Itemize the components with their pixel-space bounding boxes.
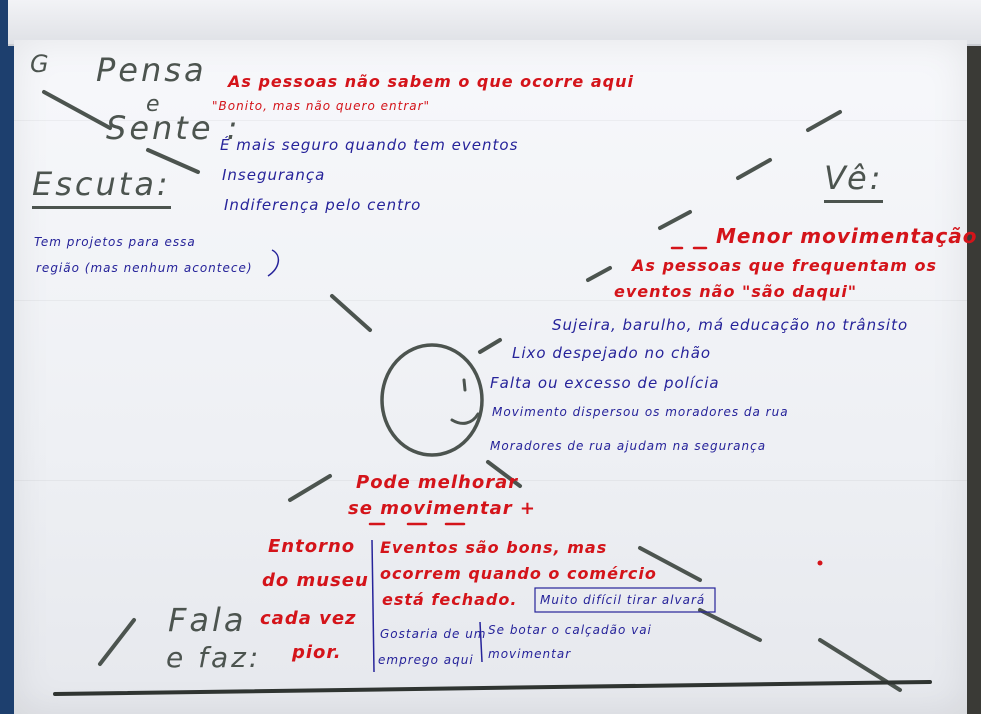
pensa-item: Insegurança (222, 166, 326, 184)
ray-right-3 (658, 210, 692, 230)
paper-crease (14, 300, 967, 301)
escuta-item: Tem projetos para essa (34, 235, 196, 249)
fala-red-left: cada vez (260, 608, 357, 629)
flipchart-sheet (14, 40, 967, 714)
ray-right-4 (586, 266, 612, 282)
center-red-line: Pode melhorar (356, 472, 519, 493)
corner-mark: G (30, 50, 52, 78)
ray-bottom-right-2 (638, 546, 702, 582)
fala-red-right: Eventos são bons, mas (380, 538, 608, 557)
alvara-note: Muito difícil tirar alvará (540, 593, 706, 607)
fala-red-right: ocorrem quando o comércio (380, 564, 657, 583)
ve-blue-item: Moradores de rua ajudam na segurança (490, 439, 767, 453)
fala-blue-left: emprego aqui (378, 653, 474, 667)
paper-crease (14, 480, 967, 481)
ray-right-1 (806, 110, 842, 132)
ray-bottom-right (486, 460, 522, 488)
pensa-red-line: As pessoas não sabem o que ocorre aqui (228, 72, 634, 91)
red-dot (817, 560, 823, 566)
fala-blue-right: movimentar (488, 647, 572, 661)
fala-red-right: está fechado. (382, 590, 518, 609)
fala-blue-right: Se botar o calçadão vai (488, 623, 652, 637)
ray-left-mid (330, 294, 372, 332)
ve-red-item: As pessoas que frequentam os (632, 256, 937, 275)
bracket-mark (267, 249, 280, 277)
paper-crease (14, 120, 967, 121)
heading-escuta: Escuta: (32, 168, 171, 209)
ray-bottom-left-2 (98, 618, 136, 666)
heading-fala: Fala (168, 601, 247, 639)
ve-blue-item: Sujeira, barulho, má educação no trânsit… (552, 316, 909, 334)
center-red-line: se movimentar + (348, 498, 536, 519)
ve-blue-item: Falta ou excesso de polícia (490, 374, 720, 392)
heading-e: e (146, 92, 161, 117)
alvara-box (534, 587, 716, 613)
ray-bottom-right-4 (698, 608, 762, 642)
face-eye (462, 378, 467, 392)
ve-blue-item: Movimento dispersou os moradores da rua (492, 405, 789, 419)
fala-red-left: Entorno (268, 536, 356, 557)
separator-line (371, 539, 375, 673)
ray-top-left (42, 90, 112, 130)
pensa-item: Indiferença pelo centro (224, 196, 422, 214)
ve-blue-item: Lixo despejado no chão (512, 344, 712, 362)
heading-ve: Vê: (824, 162, 884, 203)
ray-right-2 (736, 158, 772, 180)
face-circle (380, 343, 484, 457)
fala-blue-left: Gostaria de um (380, 627, 487, 641)
fala-red-left: pior. (292, 642, 342, 663)
background-right (967, 40, 981, 714)
background-left (0, 0, 16, 714)
ve-red-item: Menor movimentação (716, 224, 978, 248)
heading-pensa: Pensa (96, 51, 207, 89)
separator-line (479, 621, 483, 663)
face-smile (450, 412, 480, 425)
fala-red-left: do museu (262, 570, 369, 591)
heading-e-faz: e faz: (166, 641, 262, 674)
bottom-divider-line (53, 680, 932, 696)
ray-bottom-left (288, 474, 332, 502)
pensa-item: É mais seguro quando tem eventos (220, 136, 519, 154)
ray-top-left-2 (146, 148, 200, 174)
flipchart-top-sheet (8, 0, 981, 46)
pensa-quote: "Bonito, mas não quero entrar" (212, 99, 431, 113)
escuta-item: região (mas nenhum acontece) (36, 261, 253, 275)
ve-red-item: eventos não "são daqui" (614, 282, 858, 301)
ray-right-5 (478, 338, 502, 354)
heading-sente: Sente : (106, 109, 241, 147)
